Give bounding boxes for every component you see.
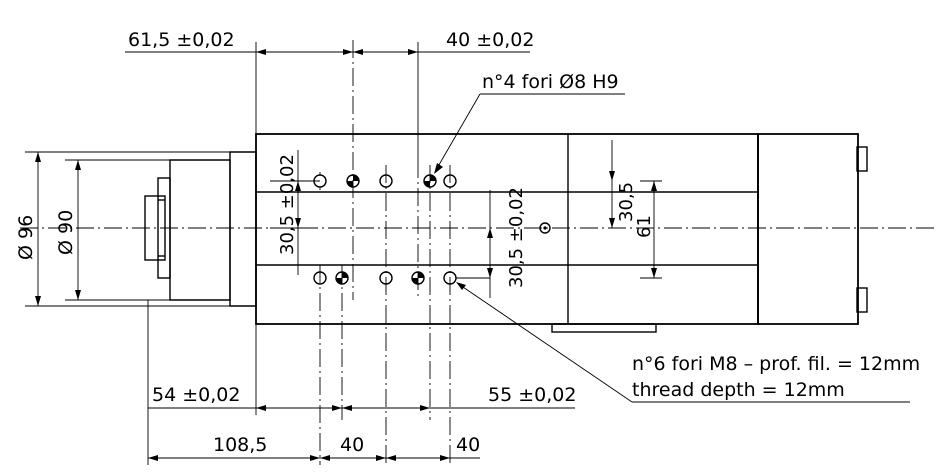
top-hole-row bbox=[313, 172, 457, 190]
dim-61-5-label: 61,5 ±0,02 bbox=[128, 29, 235, 51]
dim-55: 55 ±0,02 bbox=[342, 384, 576, 411]
dim-phi96-label: Ø 96 bbox=[15, 215, 37, 260]
dim-30-5-left: 30,5 ±0,02 bbox=[270, 150, 320, 275]
hole-callout-m8: n°6 fori M8 – prof. fil. = 12mm thread d… bbox=[456, 282, 920, 403]
dim-54-label: 54 ±0,02 bbox=[152, 384, 240, 406]
dim-30-5-right: 30,5 bbox=[609, 140, 637, 228]
dim-40-br-label: 40 bbox=[456, 434, 480, 456]
dim-61-label: 61 bbox=[634, 215, 655, 238]
dim-40-bl-label: 40 bbox=[340, 434, 364, 456]
dim-108-5: 108,5 bbox=[147, 300, 320, 465]
end-cap bbox=[757, 133, 868, 325]
dim-40-top-label: 40 ±0,02 bbox=[446, 29, 534, 51]
hole-axes bbox=[319, 40, 451, 465]
dim-54: 54 ±0,02 bbox=[148, 324, 342, 415]
dim-55-label: 55 ±0,02 bbox=[488, 384, 576, 406]
dim-30-5-right-label: 30,5 bbox=[616, 182, 637, 222]
motor-flange bbox=[144, 151, 257, 307]
dim-30-5-mid: 30,5 ±0,02 bbox=[456, 187, 527, 298]
holes-m8-line1: n°6 fori M8 – prof. fil. = 12mm bbox=[632, 353, 920, 375]
dim-40-bottom-left: 40 bbox=[320, 434, 386, 461]
top-dimension-40: 40 ±0,02 bbox=[353, 29, 534, 160]
hole-callout-phi8: n°4 fori Ø8 H9 bbox=[434, 71, 625, 174]
bottom-hole-row bbox=[313, 271, 457, 285]
dim-phi90: Ø 90 bbox=[55, 159, 170, 301]
dim-phi90-label: Ø 90 bbox=[55, 210, 77, 255]
top-dimension-61-5: 61,5 ±0,02 bbox=[125, 29, 353, 134]
holes-m8-line2: thread depth = 12mm bbox=[632, 379, 845, 401]
dim-phi96: Ø 96 bbox=[15, 151, 230, 307]
dim-108-5-label: 108,5 bbox=[213, 434, 267, 456]
dim-40-bottom-right: 40 bbox=[386, 434, 480, 461]
holes-phi8-label: n°4 fori Ø8 H9 bbox=[482, 71, 619, 93]
dim-61: 61 bbox=[634, 180, 662, 279]
dim-30-5-left-label: 30,5 ±0,02 bbox=[277, 154, 298, 255]
dim-30-5-mid-label: 30,5 ±0,02 bbox=[506, 187, 527, 288]
